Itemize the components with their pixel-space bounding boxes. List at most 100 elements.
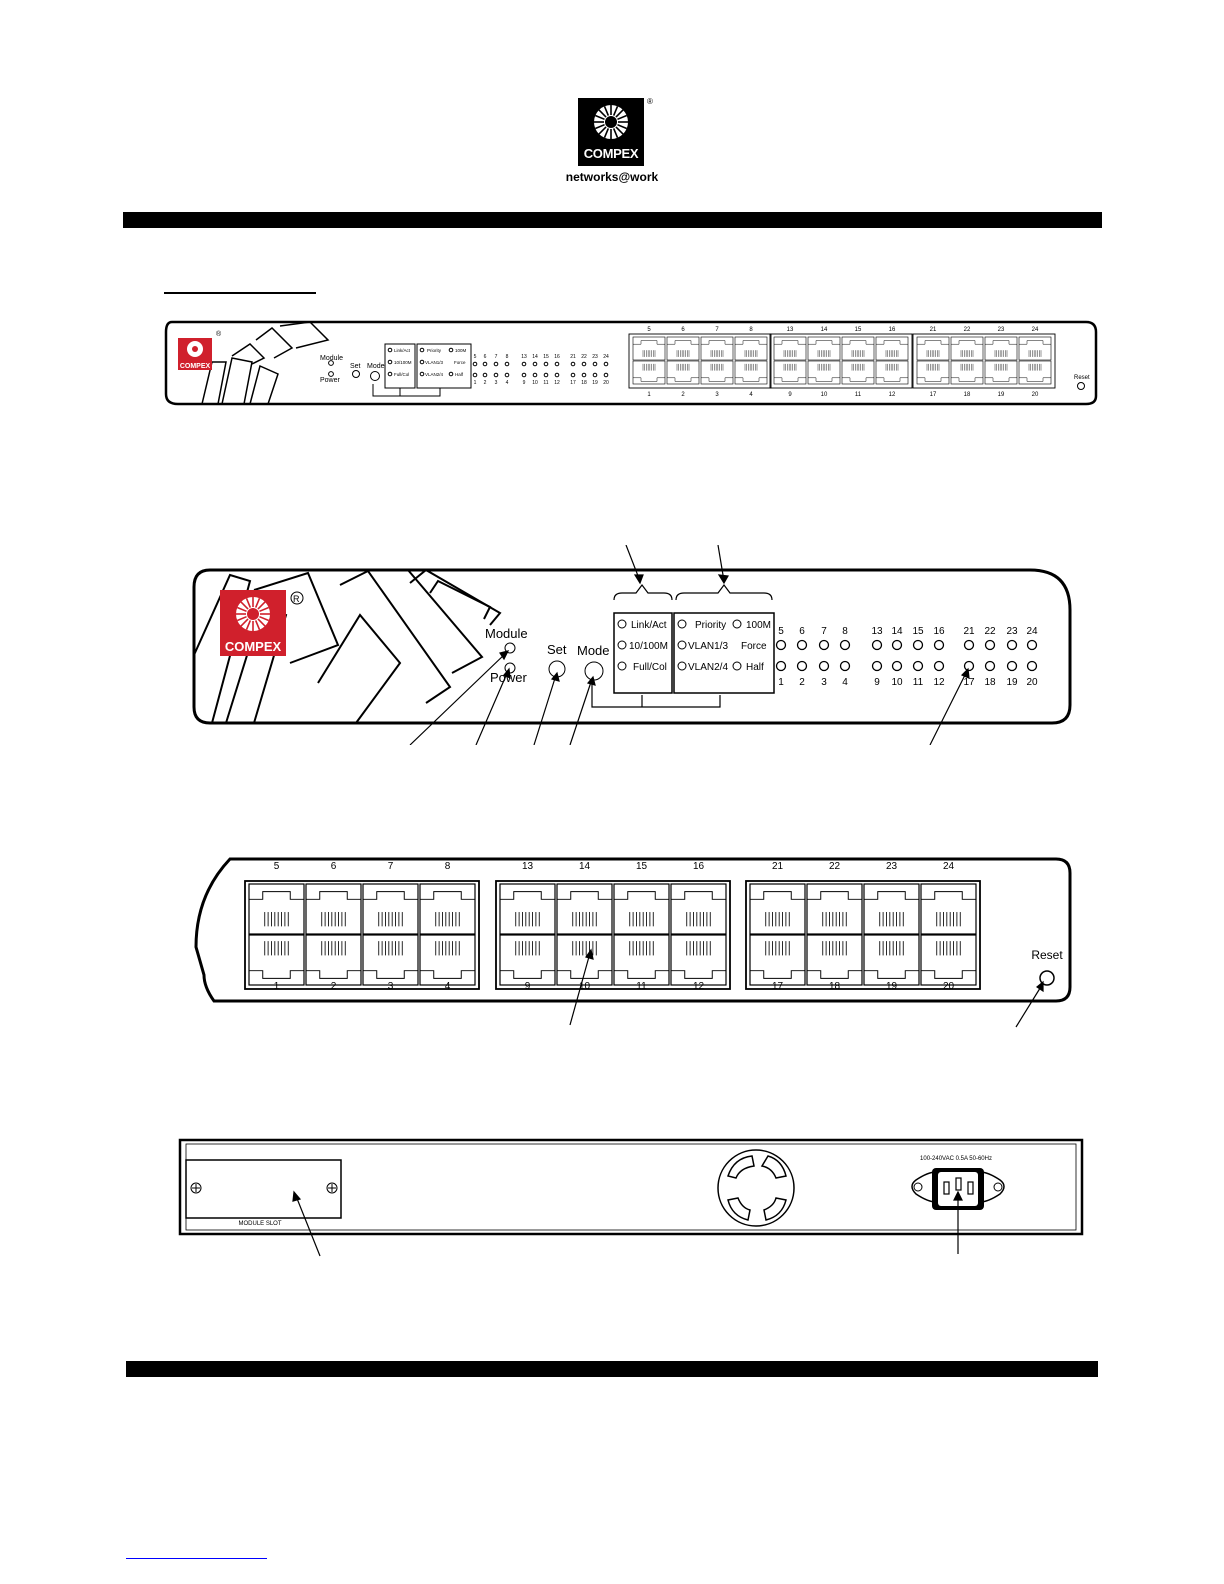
rj45-port[interactable] (875, 336, 909, 361)
rj45-port[interactable] (749, 883, 806, 935)
led-port-label: 22 (984, 626, 996, 637)
rj45-port[interactable] (670, 934, 727, 986)
rj45-port[interactable] (916, 360, 950, 385)
rj45-port[interactable] (1018, 360, 1052, 385)
led-port-label: 3 (495, 380, 498, 386)
svg-text:VLAN2/4: VLAN2/4 (425, 372, 444, 377)
rj45-port[interactable] (875, 360, 909, 385)
led-port-label: 6 (484, 354, 487, 360)
rj45-port[interactable] (556, 883, 613, 935)
rj45-port[interactable] (984, 336, 1018, 361)
rj45-port[interactable] (419, 934, 476, 986)
rj45-port[interactable] (806, 934, 863, 986)
port-led (984, 660, 996, 672)
rj45-port[interactable] (806, 883, 863, 935)
led-port-label: 9 (874, 677, 880, 688)
set-button[interactable] (352, 370, 360, 378)
rj45-port[interactable] (920, 883, 977, 935)
rj45-port[interactable] (362, 883, 419, 935)
svg-text:Full/Col: Full/Col (633, 662, 667, 673)
port-number-label: 19 (998, 392, 1005, 398)
rj45-port[interactable] (950, 360, 984, 385)
rj45-port[interactable] (362, 934, 419, 986)
rj45-port[interactable] (773, 336, 807, 361)
port-block (769, 333, 913, 389)
rj45-port[interactable] (916, 336, 950, 361)
svg-text:100M: 100M (746, 620, 771, 631)
rj45-port[interactable] (248, 883, 305, 935)
rj45-port[interactable] (863, 883, 920, 935)
rj45-port[interactable] (248, 934, 305, 986)
rj45-port[interactable] (305, 934, 362, 986)
port-number-label: 14 (821, 327, 828, 333)
port-number-label: 17 (772, 981, 784, 992)
reset-button-zoom[interactable] (1039, 970, 1055, 986)
rj45-port[interactable] (841, 360, 875, 385)
rj45-port[interactable] (700, 360, 734, 385)
rj45-port[interactable] (556, 934, 613, 986)
rj45-port[interactable] (700, 336, 734, 361)
rj45-port[interactable] (1018, 336, 1052, 361)
rj45-port[interactable] (920, 934, 977, 986)
mode-button-zoom[interactable] (584, 661, 604, 681)
rj45-port[interactable] (632, 336, 666, 361)
rj45-port[interactable] (863, 934, 920, 986)
reset-button[interactable] (1077, 382, 1085, 390)
svg-text:Force: Force (741, 641, 767, 652)
led-port-label: 16 (554, 354, 560, 360)
port-number-label: 18 (829, 981, 841, 992)
led-port-label: 18 (984, 677, 996, 688)
port-number-label: 2 (681, 392, 685, 398)
port-led (543, 361, 549, 367)
port-number-label: 12 (889, 392, 896, 398)
led-port-label: 16 (933, 626, 945, 637)
rj45-port[interactable] (749, 934, 806, 986)
port-led (603, 361, 609, 367)
rj45-port[interactable] (670, 883, 727, 935)
rj45-port[interactable] (773, 360, 807, 385)
led-port-label: 17 (570, 380, 576, 386)
port-led (891, 660, 903, 672)
port-led (818, 639, 830, 651)
port-number-label: 13 (522, 861, 534, 872)
port-led (554, 372, 560, 378)
rj45-port[interactable] (499, 883, 556, 935)
port-led (871, 660, 883, 672)
led-port-label: 9 (523, 380, 526, 386)
rj45-port[interactable] (666, 336, 700, 361)
led-port-label: 15 (543, 354, 549, 360)
svg-text:Link/Act: Link/Act (394, 348, 411, 353)
rj45-port[interactable] (807, 360, 841, 385)
port-led (504, 372, 510, 378)
rj45-port[interactable] (950, 336, 984, 361)
rj45-port[interactable] (666, 360, 700, 385)
port-number-label: 22 (829, 861, 841, 872)
rj45-port[interactable] (807, 336, 841, 361)
tagline: networks@work (565, 170, 659, 184)
svg-text:10/100M: 10/100M (629, 641, 668, 652)
led-port-label: 6 (799, 626, 805, 637)
mode-button[interactable] (370, 371, 380, 381)
rj45-port[interactable] (841, 336, 875, 361)
rj45-port[interactable] (613, 934, 670, 986)
port-block (912, 333, 1056, 389)
rj45-port[interactable] (305, 883, 362, 935)
port-number-label: 7 (715, 327, 719, 333)
port-led (570, 372, 576, 378)
led-port-label: 19 (1006, 677, 1018, 688)
port-led (521, 361, 527, 367)
svg-text:VLAN1/3: VLAN1/3 (425, 360, 444, 365)
rj45-port[interactable] (632, 360, 666, 385)
led-port-label: 21 (570, 354, 576, 360)
rj45-port[interactable] (984, 360, 1018, 385)
led-port-label: 22 (581, 354, 587, 360)
port-led (933, 660, 945, 672)
rj45-port[interactable] (499, 934, 556, 986)
rj45-port[interactable] (734, 336, 768, 361)
rj45-port[interactable] (734, 360, 768, 385)
port-number-label: 13 (787, 327, 794, 333)
port-led (1006, 660, 1018, 672)
port-led (472, 361, 478, 367)
rj45-port[interactable] (613, 883, 670, 935)
rj45-port[interactable] (419, 883, 476, 935)
